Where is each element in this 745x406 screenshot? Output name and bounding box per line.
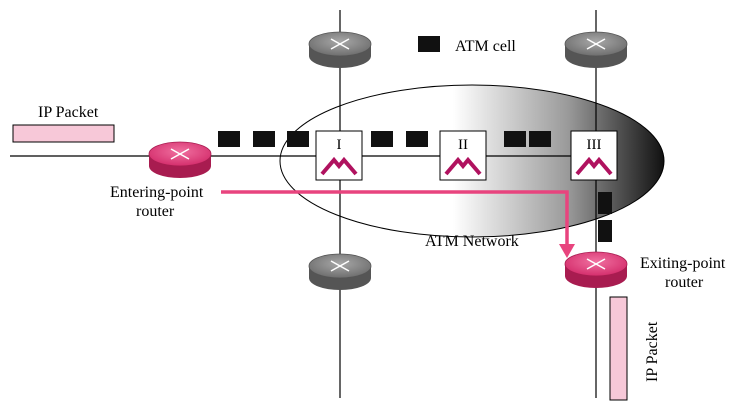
atm-cell (218, 131, 240, 147)
switch-3-label: III (587, 137, 602, 153)
exiting-point-router (564, 251, 628, 288)
entering-router-label-line2: router (136, 203, 175, 220)
router-bottom-left (308, 253, 372, 290)
router-top-right (564, 31, 628, 68)
atm-cell (371, 131, 393, 147)
atm-cell (287, 131, 309, 147)
atm-cell (406, 131, 428, 147)
atm-cell-legend-label: ATM cell (455, 38, 516, 55)
atm-cell (598, 192, 612, 214)
atm-cell (253, 131, 275, 147)
entering-router-label-line1: Entering-point (110, 184, 204, 201)
switch-1-label: I (337, 137, 342, 153)
atm-cell (529, 131, 551, 147)
ip-packet-left-label: IP Packet (38, 104, 99, 121)
ip-packet-right (609, 296, 628, 401)
atm-switch-1: I (315, 130, 363, 181)
atm-switch-3: III (570, 130, 618, 181)
atm-cells-horizontal (218, 131, 551, 147)
atm-cell (504, 131, 526, 147)
atm-switch-2: II (439, 130, 487, 181)
ip-packet-right-label: IP Packet (644, 321, 661, 382)
atm-network-label: ATM Network (425, 233, 519, 250)
router-top-left (308, 31, 372, 68)
ip-packet-left (12, 124, 115, 143)
atm-cell-legend-swatch (418, 36, 440, 52)
switch-2-label: II (458, 137, 468, 153)
packet-path-arrow (221, 190, 575, 258)
entering-point-router (148, 141, 212, 178)
exiting-router-label-line2: router (665, 274, 704, 291)
atm-cell (598, 220, 612, 242)
atm-cells-vertical (598, 192, 612, 242)
exiting-router-label-line1: Exiting-point (640, 255, 726, 272)
